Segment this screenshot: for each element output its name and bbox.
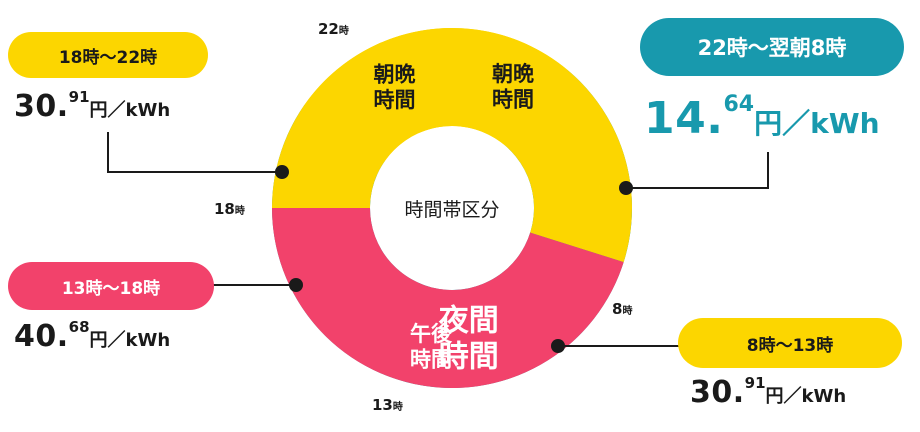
rate-period-night: 22時～翌朝8時 [640,18,904,76]
hour-tick-8: 8時 [612,300,633,318]
slice-label-1-line1: 朝晩 [492,62,534,86]
rate-price-afternoon: 40.68円／kWh [14,318,171,354]
hour-tick-18: 18時 [214,200,245,218]
rate-price-evening: 30.91円／kWh [14,88,171,124]
slice-label-3-line2: 時間 [374,88,416,112]
slice-label-2-line1: 午後 [410,322,453,346]
rate-period-evening: 18時～22時 [8,32,208,78]
rate-period-morning: 8時～13時 [678,318,902,368]
rate-price-morning: 30.91円／kWh [690,374,847,410]
slice-label-2-line2: 時間 [410,347,452,371]
center-label: 時間帯区分 [404,199,499,221]
rate-price-night: 14.64円／kWh [644,92,880,144]
rate-period-afternoon: 13時～18時 [8,262,214,310]
slice-label-1-line2: 時間 [492,87,534,111]
slice-2 [272,208,624,389]
slice-3 [272,27,568,208]
slice-label-0-line2: 時間 [439,339,499,374]
leader-line-0 [626,152,769,189]
hour-tick-22: 22時 [318,20,349,38]
leader-dot-2 [289,278,303,292]
leader-dot-3 [275,165,289,179]
slice-label-3-line1: 朝晩 [374,63,416,87]
hour-tick-13: 13時 [372,396,403,414]
slice-label-0-line1: 夜間 [438,303,499,338]
leader-dot-0 [619,181,633,195]
leader-line-3 [107,132,282,173]
leader-dot-1 [551,339,565,353]
